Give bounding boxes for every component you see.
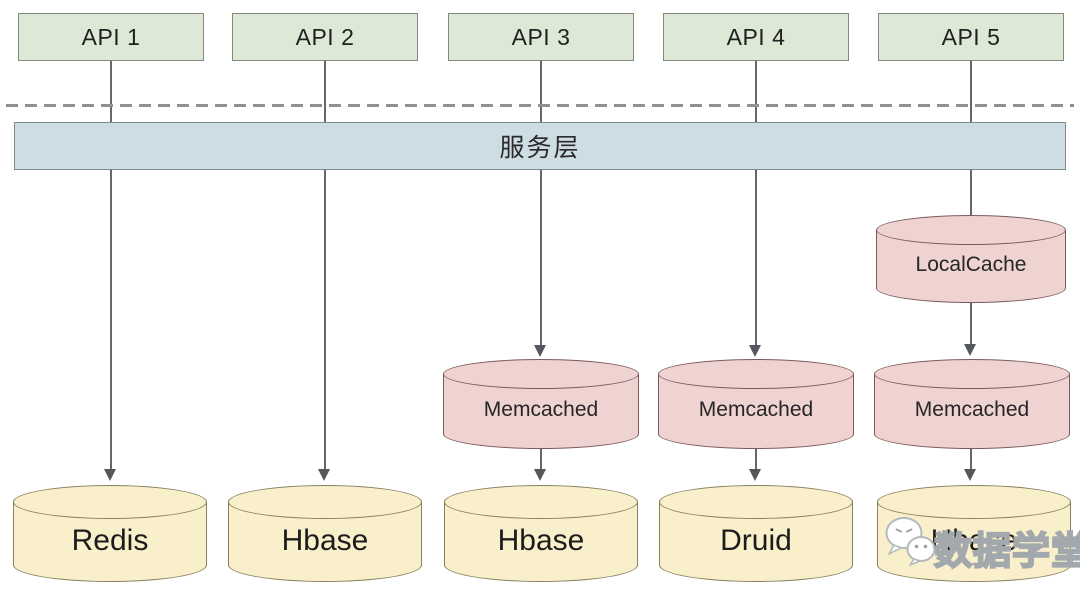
hbase-cylinder-1: Hbase bbox=[228, 485, 422, 582]
connector-service-redis bbox=[110, 170, 112, 469]
cylinder-top-ellipse bbox=[659, 485, 853, 519]
hbase-label-3: Hbase bbox=[930, 524, 1018, 557]
druid-label: Druid bbox=[720, 524, 792, 557]
memcached-cylinder-3: Memcached bbox=[874, 359, 1070, 449]
arrowhead-hbase1 bbox=[318, 469, 330, 481]
connector-memcached2-druid bbox=[755, 449, 757, 469]
api-5-label: API 5 bbox=[941, 23, 1001, 50]
redis-cylinder: Redis bbox=[13, 485, 207, 582]
cylinder-top-ellipse bbox=[876, 215, 1066, 245]
dashed-divider-line bbox=[6, 104, 1074, 107]
cylinder-top-ellipse bbox=[444, 485, 638, 519]
api-4-box: API 4 bbox=[663, 13, 849, 61]
cylinder-top-ellipse bbox=[443, 359, 639, 389]
arrowhead-memcached3 bbox=[964, 344, 976, 356]
cylinder-top-ellipse bbox=[877, 485, 1071, 519]
memcached-cylinder-1: Memcached bbox=[443, 359, 639, 449]
cylinder-top-ellipse bbox=[658, 359, 854, 389]
druid-cylinder: Druid bbox=[659, 485, 853, 582]
connector-service-memcached1 bbox=[540, 170, 542, 346]
arrowhead-memcached2 bbox=[749, 345, 761, 357]
connector-service-memcached2 bbox=[755, 170, 757, 346]
connector-api2-service bbox=[324, 61, 326, 122]
api-3-label: API 3 bbox=[511, 23, 571, 50]
cylinder-top-ellipse bbox=[874, 359, 1070, 389]
connector-service-hbase1 bbox=[324, 170, 326, 469]
memcached-label-2: Memcached bbox=[698, 398, 814, 421]
arrowhead-hbase3 bbox=[964, 469, 976, 481]
service-layer-bar: 服务层 bbox=[14, 122, 1066, 170]
connector-api4-service bbox=[755, 61, 757, 122]
api-4-label: API 4 bbox=[726, 23, 786, 50]
cylinder-top-ellipse bbox=[228, 485, 422, 519]
memcached-cylinder-2: Memcached bbox=[658, 359, 854, 449]
hbase-cylinder-3: Hbase bbox=[877, 485, 1071, 582]
hbase-label-1: Hbase bbox=[281, 524, 369, 557]
redis-label: Redis bbox=[71, 524, 149, 557]
hbase-cylinder-2: Hbase bbox=[444, 485, 638, 582]
arrowhead-memcached1 bbox=[534, 345, 546, 357]
cylinder-top-ellipse bbox=[13, 485, 207, 519]
api-2-box: API 2 bbox=[232, 13, 418, 61]
api-5-box: API 5 bbox=[878, 13, 1064, 61]
localcache-cylinder: LocalCache bbox=[876, 215, 1066, 303]
arrowhead-redis bbox=[104, 469, 116, 481]
arrowhead-druid bbox=[749, 469, 761, 481]
connector-api5-service bbox=[970, 61, 972, 122]
watermark-text: 数据学堂 bbox=[933, 530, 1080, 574]
wechat-logo-icon bbox=[885, 517, 936, 566]
api-3-box: API 3 bbox=[448, 13, 634, 61]
hbase-label-2: Hbase bbox=[497, 524, 585, 557]
connector-api3-service bbox=[540, 61, 542, 122]
arrowhead-hbase2 bbox=[534, 469, 546, 481]
api-1-box: API 1 bbox=[18, 13, 204, 61]
api-1-label: API 1 bbox=[81, 23, 141, 50]
connector-service-localcache bbox=[970, 170, 972, 215]
memcached-label-3: Memcached bbox=[914, 398, 1030, 421]
connector-memcached1-hbase2 bbox=[540, 449, 542, 469]
connector-api1-service bbox=[110, 61, 112, 122]
connector-localcache-memcached3 bbox=[970, 303, 972, 345]
localcache-label: LocalCache bbox=[915, 253, 1027, 276]
api-2-label: API 2 bbox=[295, 23, 355, 50]
service-layer-label: 服务层 bbox=[499, 134, 581, 162]
connector-memcached3-hbase3 bbox=[970, 449, 972, 469]
memcached-label-1: Memcached bbox=[483, 398, 599, 421]
